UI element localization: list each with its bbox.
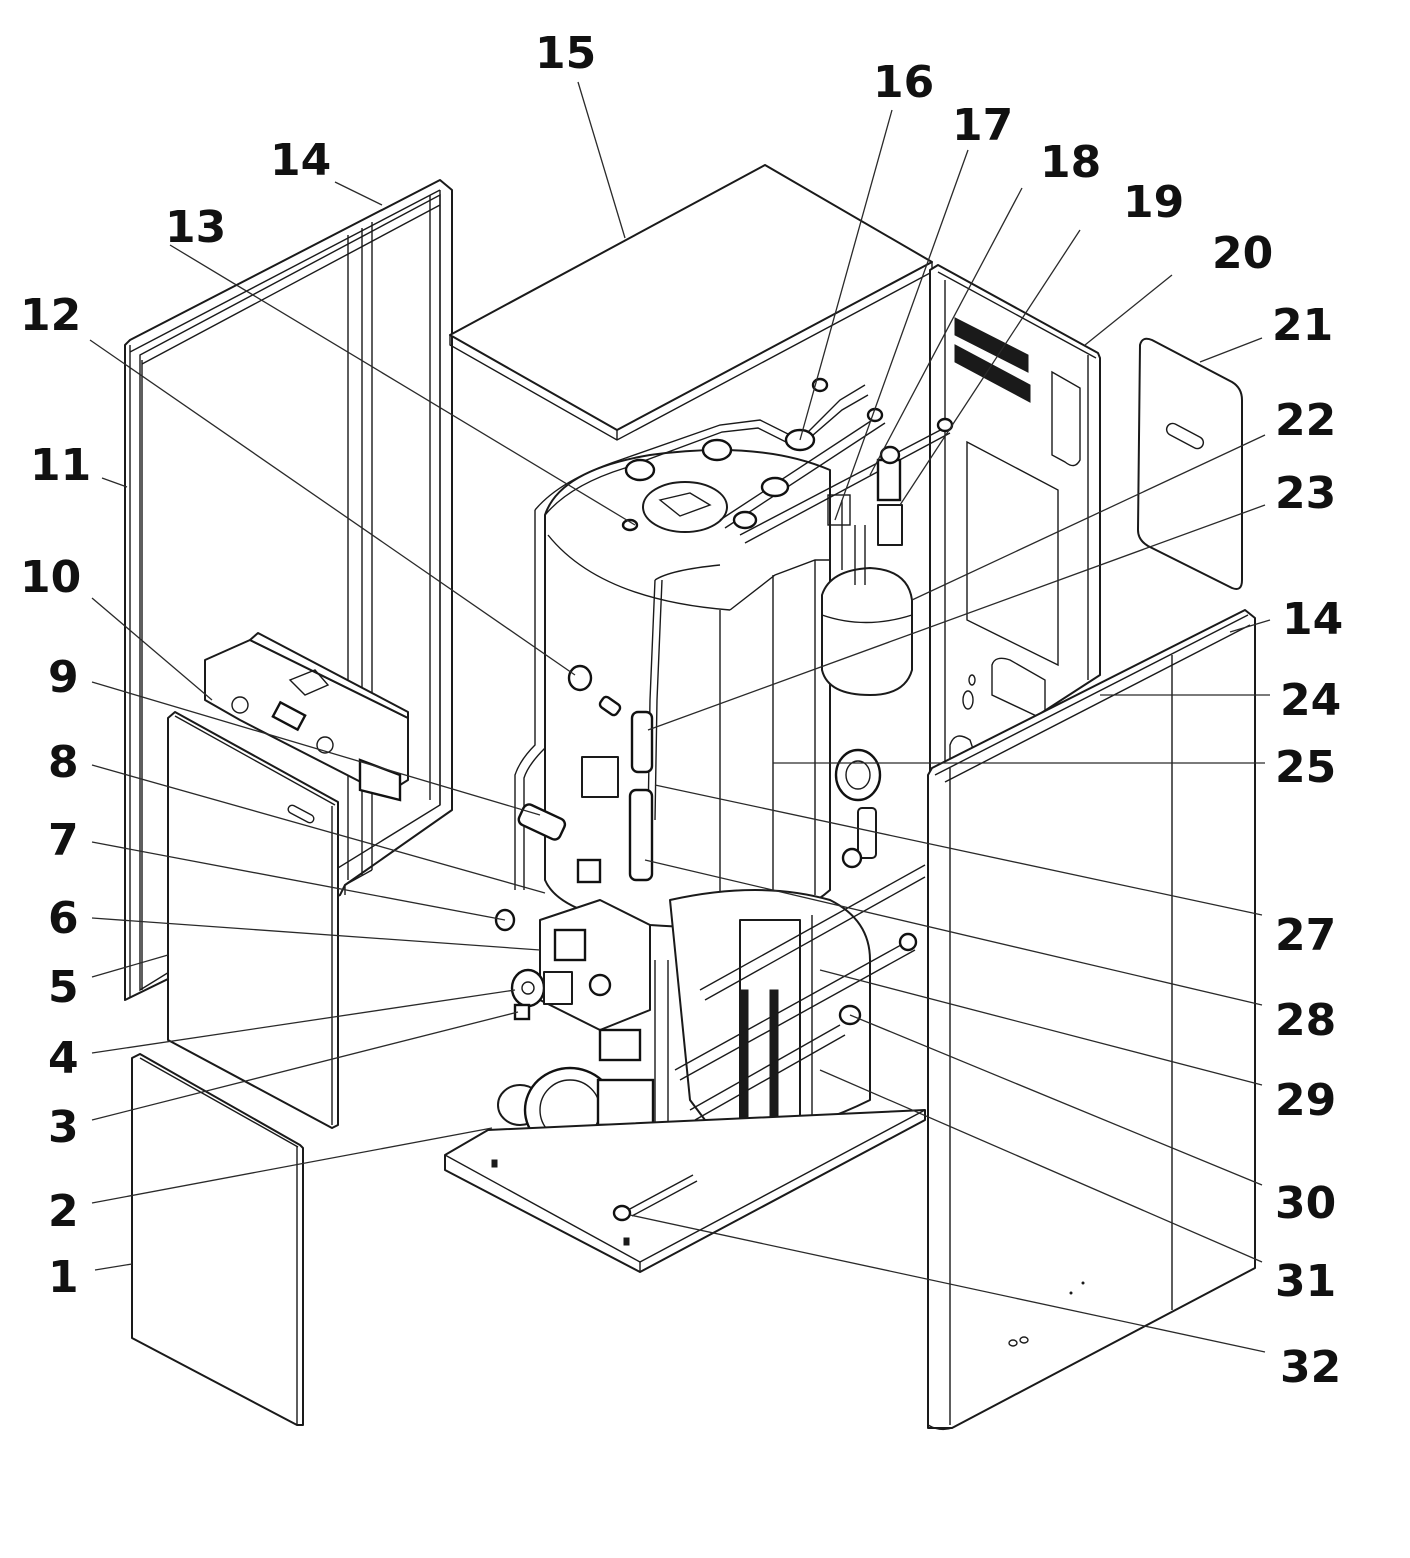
leader-lines [89, 81, 1271, 1353]
callout-30: 30 [1275, 1178, 1336, 1229]
callout-11: 11 [30, 440, 91, 491]
callout-9: 9 [48, 652, 79, 703]
leader-6 [91, 917, 541, 951]
leader-3 [91, 1011, 519, 1121]
leader-20 [1084, 274, 1173, 346]
callout-2: 2 [48, 1186, 79, 1237]
rear-access-cover [1137, 337, 1243, 590]
callout-12: 12 [20, 290, 81, 341]
leader-12 [89, 339, 576, 676]
callout-18: 18 [1040, 137, 1101, 188]
leader-23 [647, 504, 1266, 731]
leader-28 [644, 859, 1263, 1006]
leader-18 [869, 187, 1023, 476]
leader-27 [654, 784, 1263, 916]
callout-28: 28 [1275, 995, 1336, 1046]
leader-22 [911, 434, 1266, 601]
callout-27: 27 [1275, 910, 1336, 961]
rear-panel-vents [954, 317, 1031, 403]
leader-14 [334, 181, 383, 206]
leader-19 [899, 229, 1081, 506]
leader-30 [849, 1014, 1263, 1186]
callout-31: 31 [1275, 1256, 1336, 1307]
callout-29: 29 [1275, 1075, 1336, 1126]
top-cover [449, 164, 933, 441]
leader-5 [91, 954, 169, 978]
callout-16: 16 [873, 57, 934, 108]
base-tray [444, 1109, 926, 1273]
lower-front-panel [131, 1053, 304, 1426]
callout-22: 22 [1275, 395, 1336, 446]
callout-8: 8 [48, 737, 79, 788]
leader-32 [629, 1214, 1266, 1353]
leader-11 [101, 477, 128, 488]
callout-20: 20 [1212, 228, 1273, 279]
leader-15 [577, 81, 626, 239]
control-box [204, 632, 409, 802]
leader-29 [819, 969, 1263, 1086]
safety-valve [876, 445, 903, 546]
leader-10 [91, 597, 213, 701]
upper-front-panel [167, 711, 339, 1129]
leader-21 [1199, 337, 1263, 363]
expansion-vessel [821, 494, 913, 696]
drain-cock [612, 1174, 698, 1222]
leader-17 [834, 149, 969, 521]
callout-32: 32 [1280, 1342, 1341, 1393]
leader-7 [91, 841, 506, 921]
leader-14b [1229, 619, 1271, 633]
callout-24: 24 [1280, 675, 1341, 726]
callout-23: 23 [1275, 468, 1336, 519]
leader-2 [91, 1127, 493, 1204]
leader-13 [169, 244, 636, 526]
callout-3: 3 [48, 1102, 79, 1153]
callout-4: 4 [48, 1033, 79, 1084]
leader-31 [819, 1069, 1263, 1263]
callout-15: 15 [535, 28, 596, 79]
leader-9 [91, 681, 541, 816]
callout-1: 1 [48, 1252, 79, 1303]
leader-8 [91, 764, 546, 894]
leader-1 [94, 1263, 133, 1271]
callout-14: 14 [270, 135, 331, 186]
callout-21: 21 [1272, 300, 1333, 351]
callout-13: 13 [165, 202, 226, 253]
callout-6: 6 [48, 893, 79, 944]
callout-5: 5 [48, 962, 79, 1013]
callout-10: 10 [20, 552, 81, 603]
leader-16 [799, 109, 893, 441]
leader-4 [91, 989, 516, 1054]
callout-7: 7 [48, 815, 79, 866]
callout-17: 17 [952, 100, 1013, 151]
callout-25: 25 [1275, 742, 1336, 793]
callout-19: 19 [1123, 177, 1184, 228]
circulation-pump [510, 968, 573, 1008]
callout-labels: 1 2 3 4 5 6 7 8 9 10 11 12 13 14 15 16 1… [20, 28, 1343, 1393]
pump-valve-assembly [494, 748, 926, 1154]
callout-14b: 14 [1282, 594, 1343, 645]
